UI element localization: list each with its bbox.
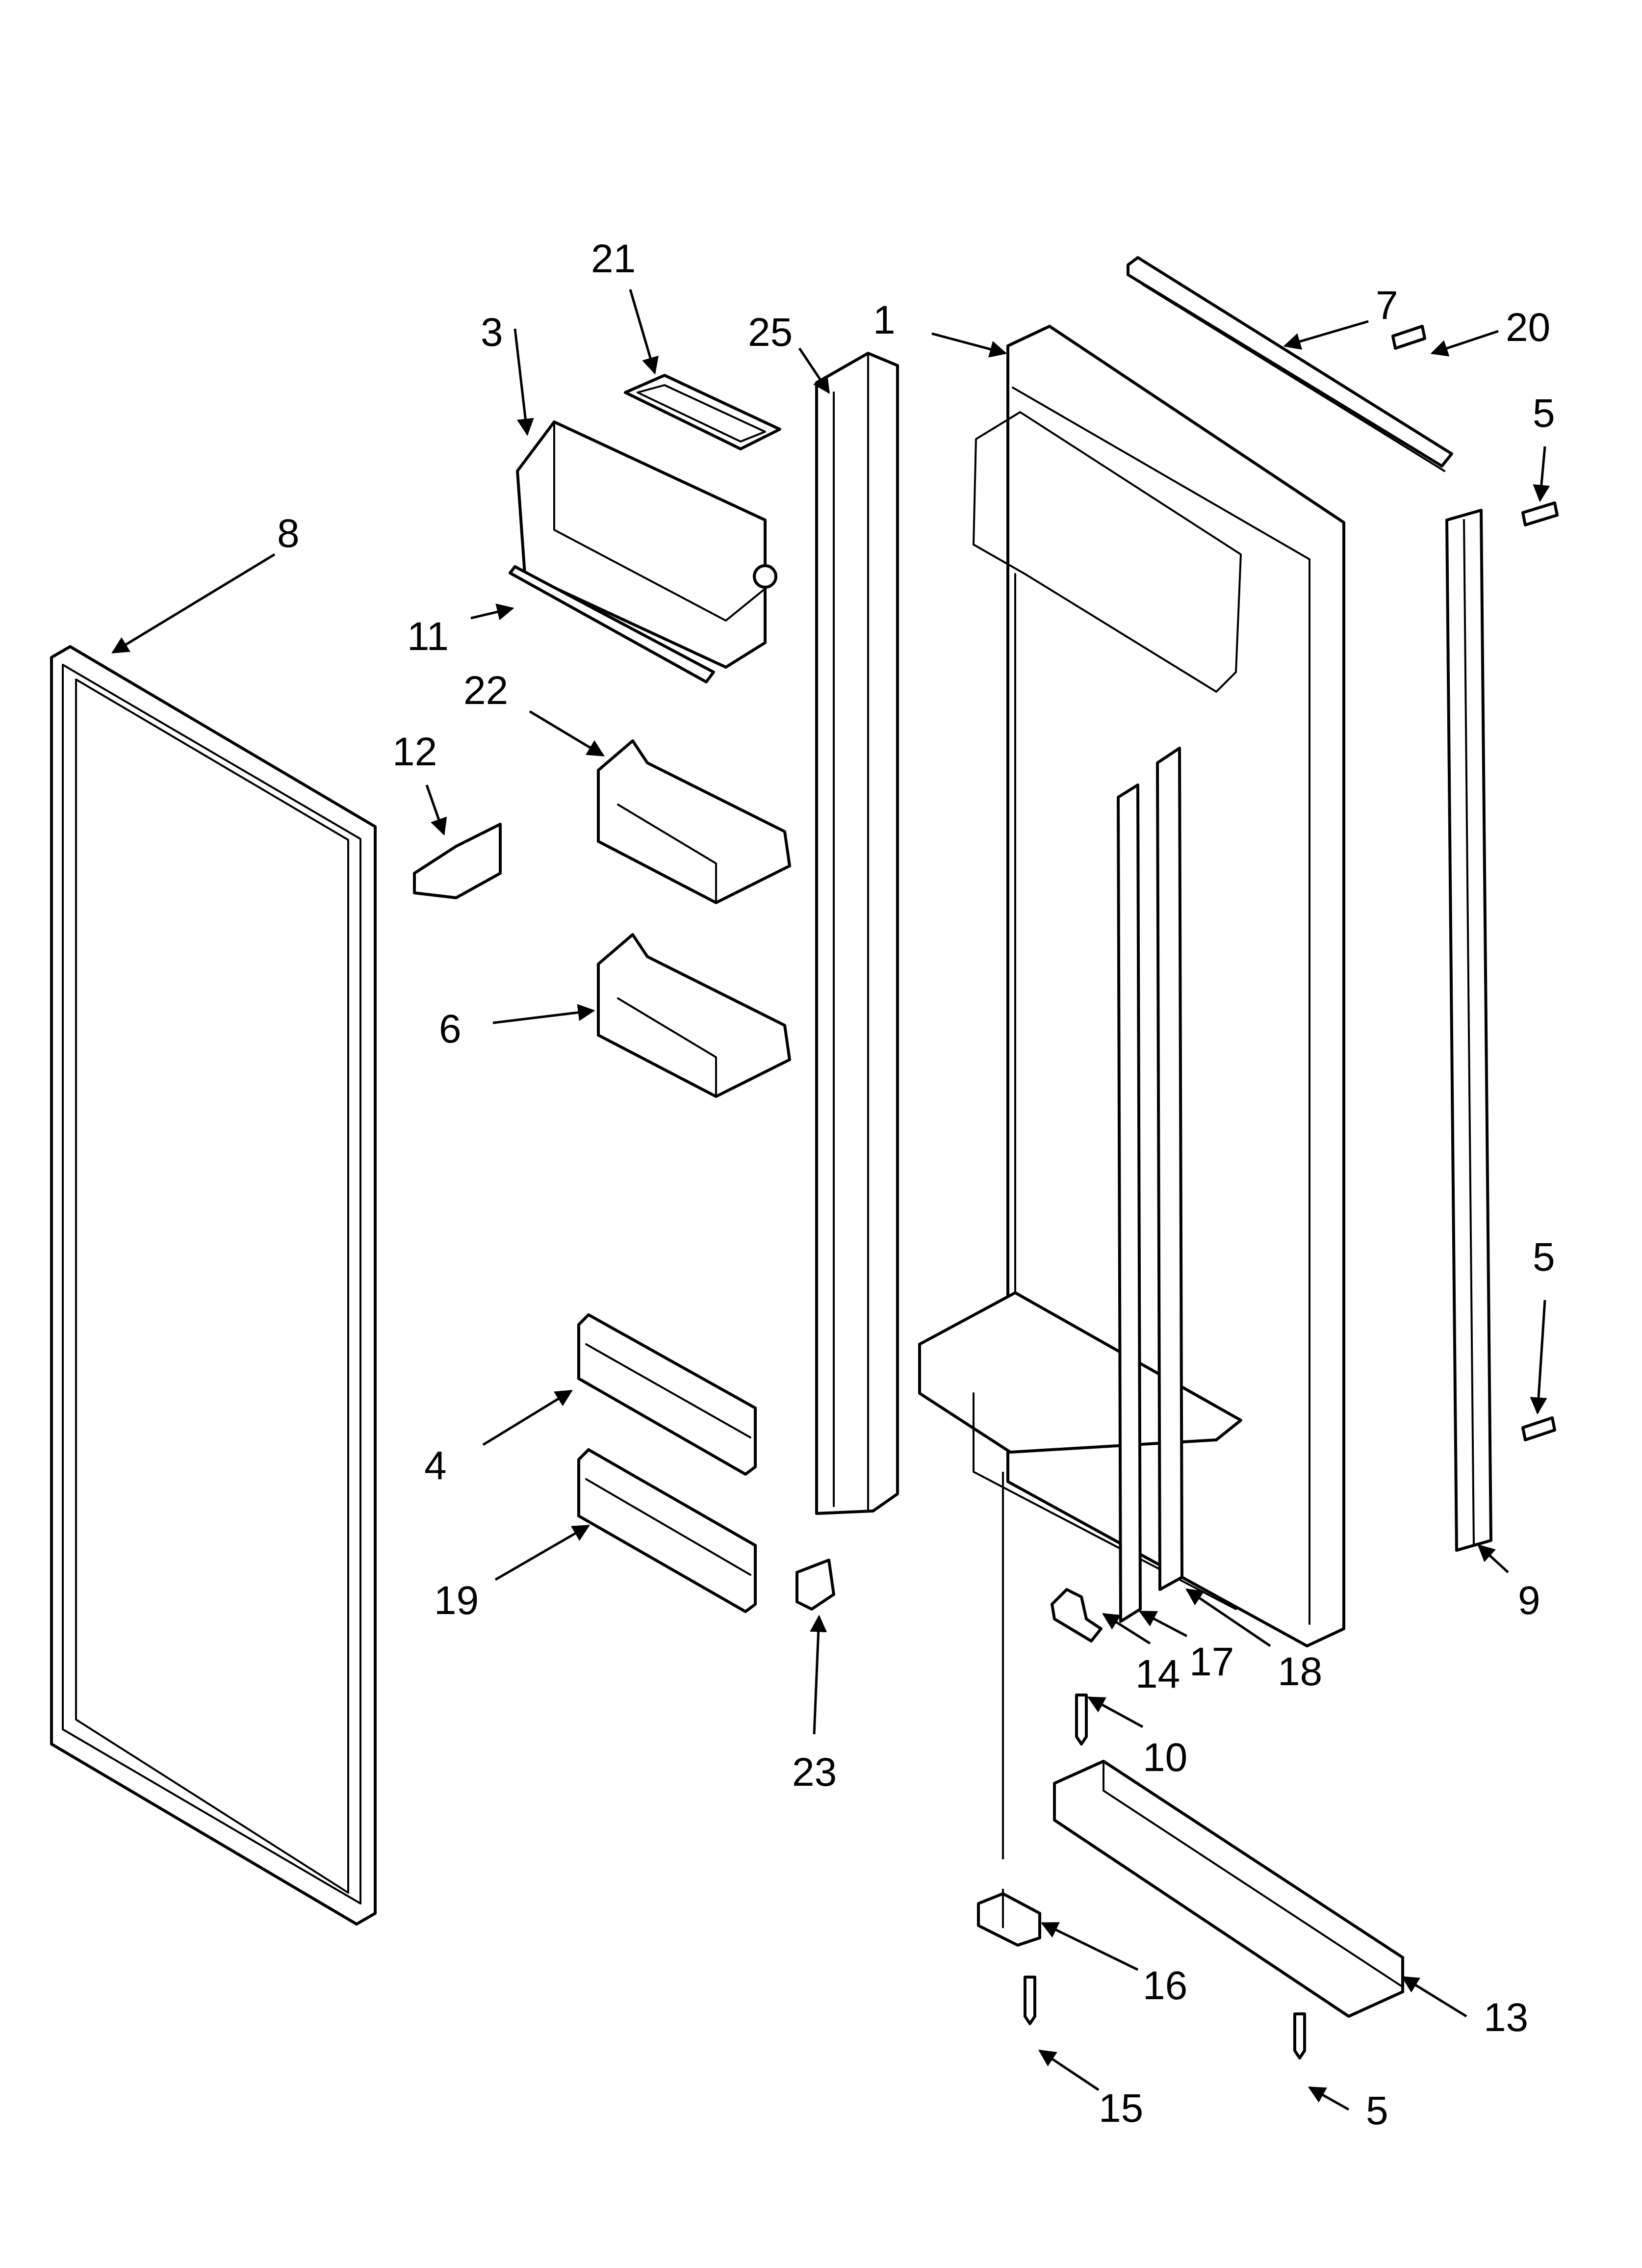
part-16-bracket: [977, 1892, 1041, 1947]
part-14-hinge: [1051, 1588, 1103, 1642]
callout-18: 18: [1278, 1649, 1322, 1694]
part-13-hinge-plate: [1053, 1760, 1404, 2018]
part-20-screw: [1391, 325, 1426, 350]
callout-6: 6: [439, 1007, 462, 1051]
callout-22: 22: [463, 668, 508, 713]
part-6-bin: [597, 933, 791, 1098]
part-21-tray: [624, 374, 781, 450]
part-25-vertical-trim: [815, 352, 899, 1515]
part-8-door-gasket: [50, 645, 377, 1926]
callout-13: 13: [1484, 1995, 1528, 2040]
callout-12: 12: [392, 730, 437, 774]
part-10-screw: [1075, 1694, 1088, 1746]
callout-5-bottom: 5: [1366, 2088, 1388, 2133]
callout-9: 9: [1518, 1578, 1540, 1623]
callout-8: 8: [277, 511, 300, 556]
part-5-screw-middle: [1521, 1416, 1556, 1441]
part-3-housing: [516, 420, 777, 669]
part-7-top-trim: [1127, 256, 1453, 472]
callout-14: 14: [1135, 1652, 1180, 1696]
part-17-rail: [1117, 783, 1142, 1623]
callout-17: 17: [1189, 1640, 1234, 1684]
leader-lines: [111, 289, 1550, 2111]
part-18-rail: [1156, 747, 1183, 1591]
part-5-screw-bottom: [1293, 2012, 1306, 2059]
callout-labels: 1 3 21 25 8 11 22 12 6 4 19 23 7 20 5 5 …: [277, 236, 1555, 2133]
callout-5-top: 5: [1533, 391, 1555, 436]
callout-7: 7: [1376, 283, 1398, 328]
callout-11: 11: [407, 614, 449, 659]
callout-5-middle: 5: [1533, 1235, 1555, 1279]
part-12-clip: [413, 823, 502, 899]
callout-10: 10: [1143, 1735, 1187, 1780]
callout-3: 3: [481, 310, 503, 355]
part-22-bin: [597, 739, 791, 904]
callout-15: 15: [1099, 2086, 1143, 2131]
part-23-clip: [795, 1559, 835, 1611]
callout-1: 1: [873, 298, 896, 342]
callout-20: 20: [1506, 305, 1550, 350]
part-5-screw-top: [1521, 501, 1559, 526]
part-19-rail: [577, 1448, 757, 1613]
callout-23: 23: [792, 1750, 837, 1795]
callout-16: 16: [1143, 1963, 1187, 2008]
callout-19: 19: [434, 1578, 479, 1623]
part-9-side-trim: [1445, 509, 1492, 1552]
callout-21: 21: [591, 236, 636, 281]
part-15-screw: [1024, 1976, 1036, 2025]
callout-4: 4: [424, 1443, 447, 1488]
part-11-trim: [509, 565, 715, 683]
part-4-rail: [577, 1313, 757, 1476]
callout-25: 25: [748, 310, 793, 355]
